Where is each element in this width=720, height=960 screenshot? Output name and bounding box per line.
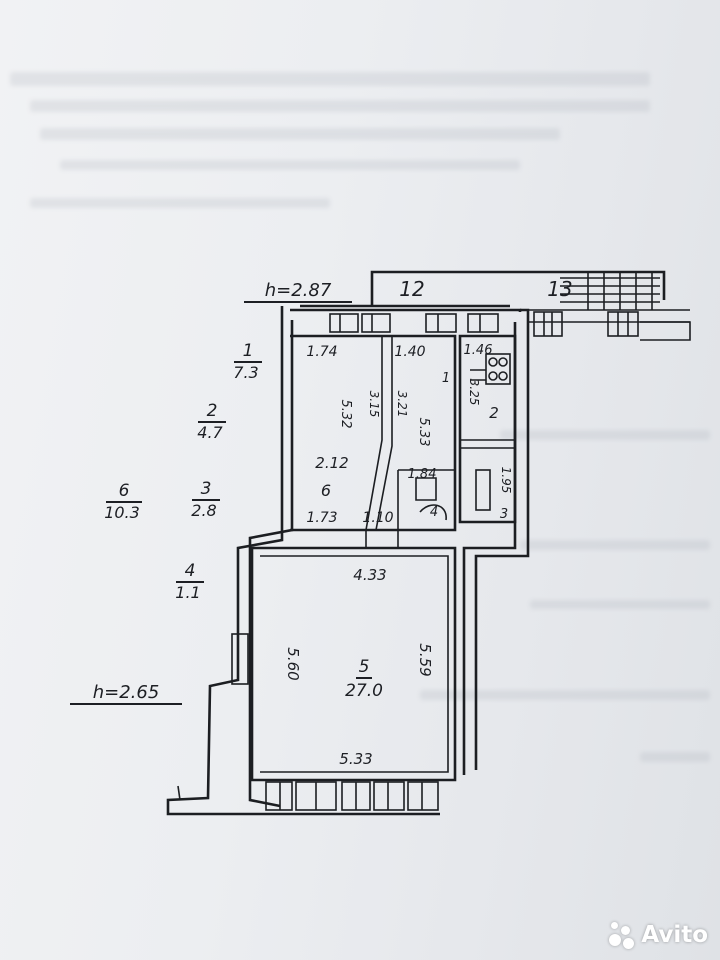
room5-left: 5.60 (284, 647, 302, 680)
room6-bottom-right: 1.10 (362, 510, 393, 526)
legend-num-1: 1 (243, 341, 254, 361)
room5-num: 5 (359, 657, 370, 677)
stair-label-12: 12 (399, 277, 424, 301)
outer-walls (166, 304, 530, 816)
room6-partitions (365, 336, 455, 548)
bath-num: 4 (430, 505, 438, 520)
stairs (370, 270, 691, 341)
room6-left-vertical: 5.32 (338, 400, 353, 429)
room5-area: 27.0 (345, 681, 383, 701)
stair-label-13: 13 (547, 277, 572, 301)
room6-bottom-left: 1.73 (306, 510, 337, 526)
legend-num-4: 4 (185, 561, 196, 581)
legend-area-1: 7.3 (233, 363, 258, 382)
legend-num-6: 6 (119, 481, 130, 501)
ceiling-height-upper: h=2.87 (265, 280, 332, 301)
room6-right-vertical: 5.33 (416, 418, 431, 447)
room6-num: 6 (321, 481, 331, 500)
kitchen-num: 2 (489, 404, 499, 422)
kitchen-label-small: 1 (442, 371, 450, 386)
room6-top-right: 1.40 (394, 344, 425, 360)
legend-area-3: 2.8 (191, 501, 216, 520)
kitchen-num-b: 3 (500, 507, 508, 522)
side-details (177, 633, 249, 801)
bottom-windows (265, 781, 439, 811)
room6-top-left: 1.74 (306, 344, 337, 360)
room6-inner-b: 3.21 (395, 391, 409, 418)
legend-area-6: 10.3 (104, 503, 140, 522)
room6-inner-a: 3.15 (367, 391, 381, 418)
ceiling-height-lower: h=2.65 (93, 682, 160, 703)
avito-logo-icon (607, 920, 637, 950)
kitchen-top: 1.46 (464, 343, 493, 358)
room6-width: 2.12 (315, 454, 348, 472)
legend-num-2: 2 (207, 401, 218, 421)
legend-num-3: 3 (201, 479, 212, 499)
legend-area-4: 1.1 (175, 583, 200, 602)
watermark-text: Avito (641, 922, 708, 948)
top-windows (329, 313, 499, 333)
kitchen-vertical-a: 3.25 (467, 379, 481, 406)
room5-top: 4.33 (353, 566, 386, 584)
legend-area-2: 4.7 (197, 423, 223, 442)
kitchen-vertical-b: 1.95 (499, 467, 513, 494)
room5-right: 5.59 (416, 643, 434, 676)
kitchen-details (460, 353, 515, 511)
room6-bath-width: 1.84 (408, 467, 437, 482)
avito-watermark: Avito (607, 920, 708, 950)
room5-bottom: 5.33 (339, 750, 372, 768)
